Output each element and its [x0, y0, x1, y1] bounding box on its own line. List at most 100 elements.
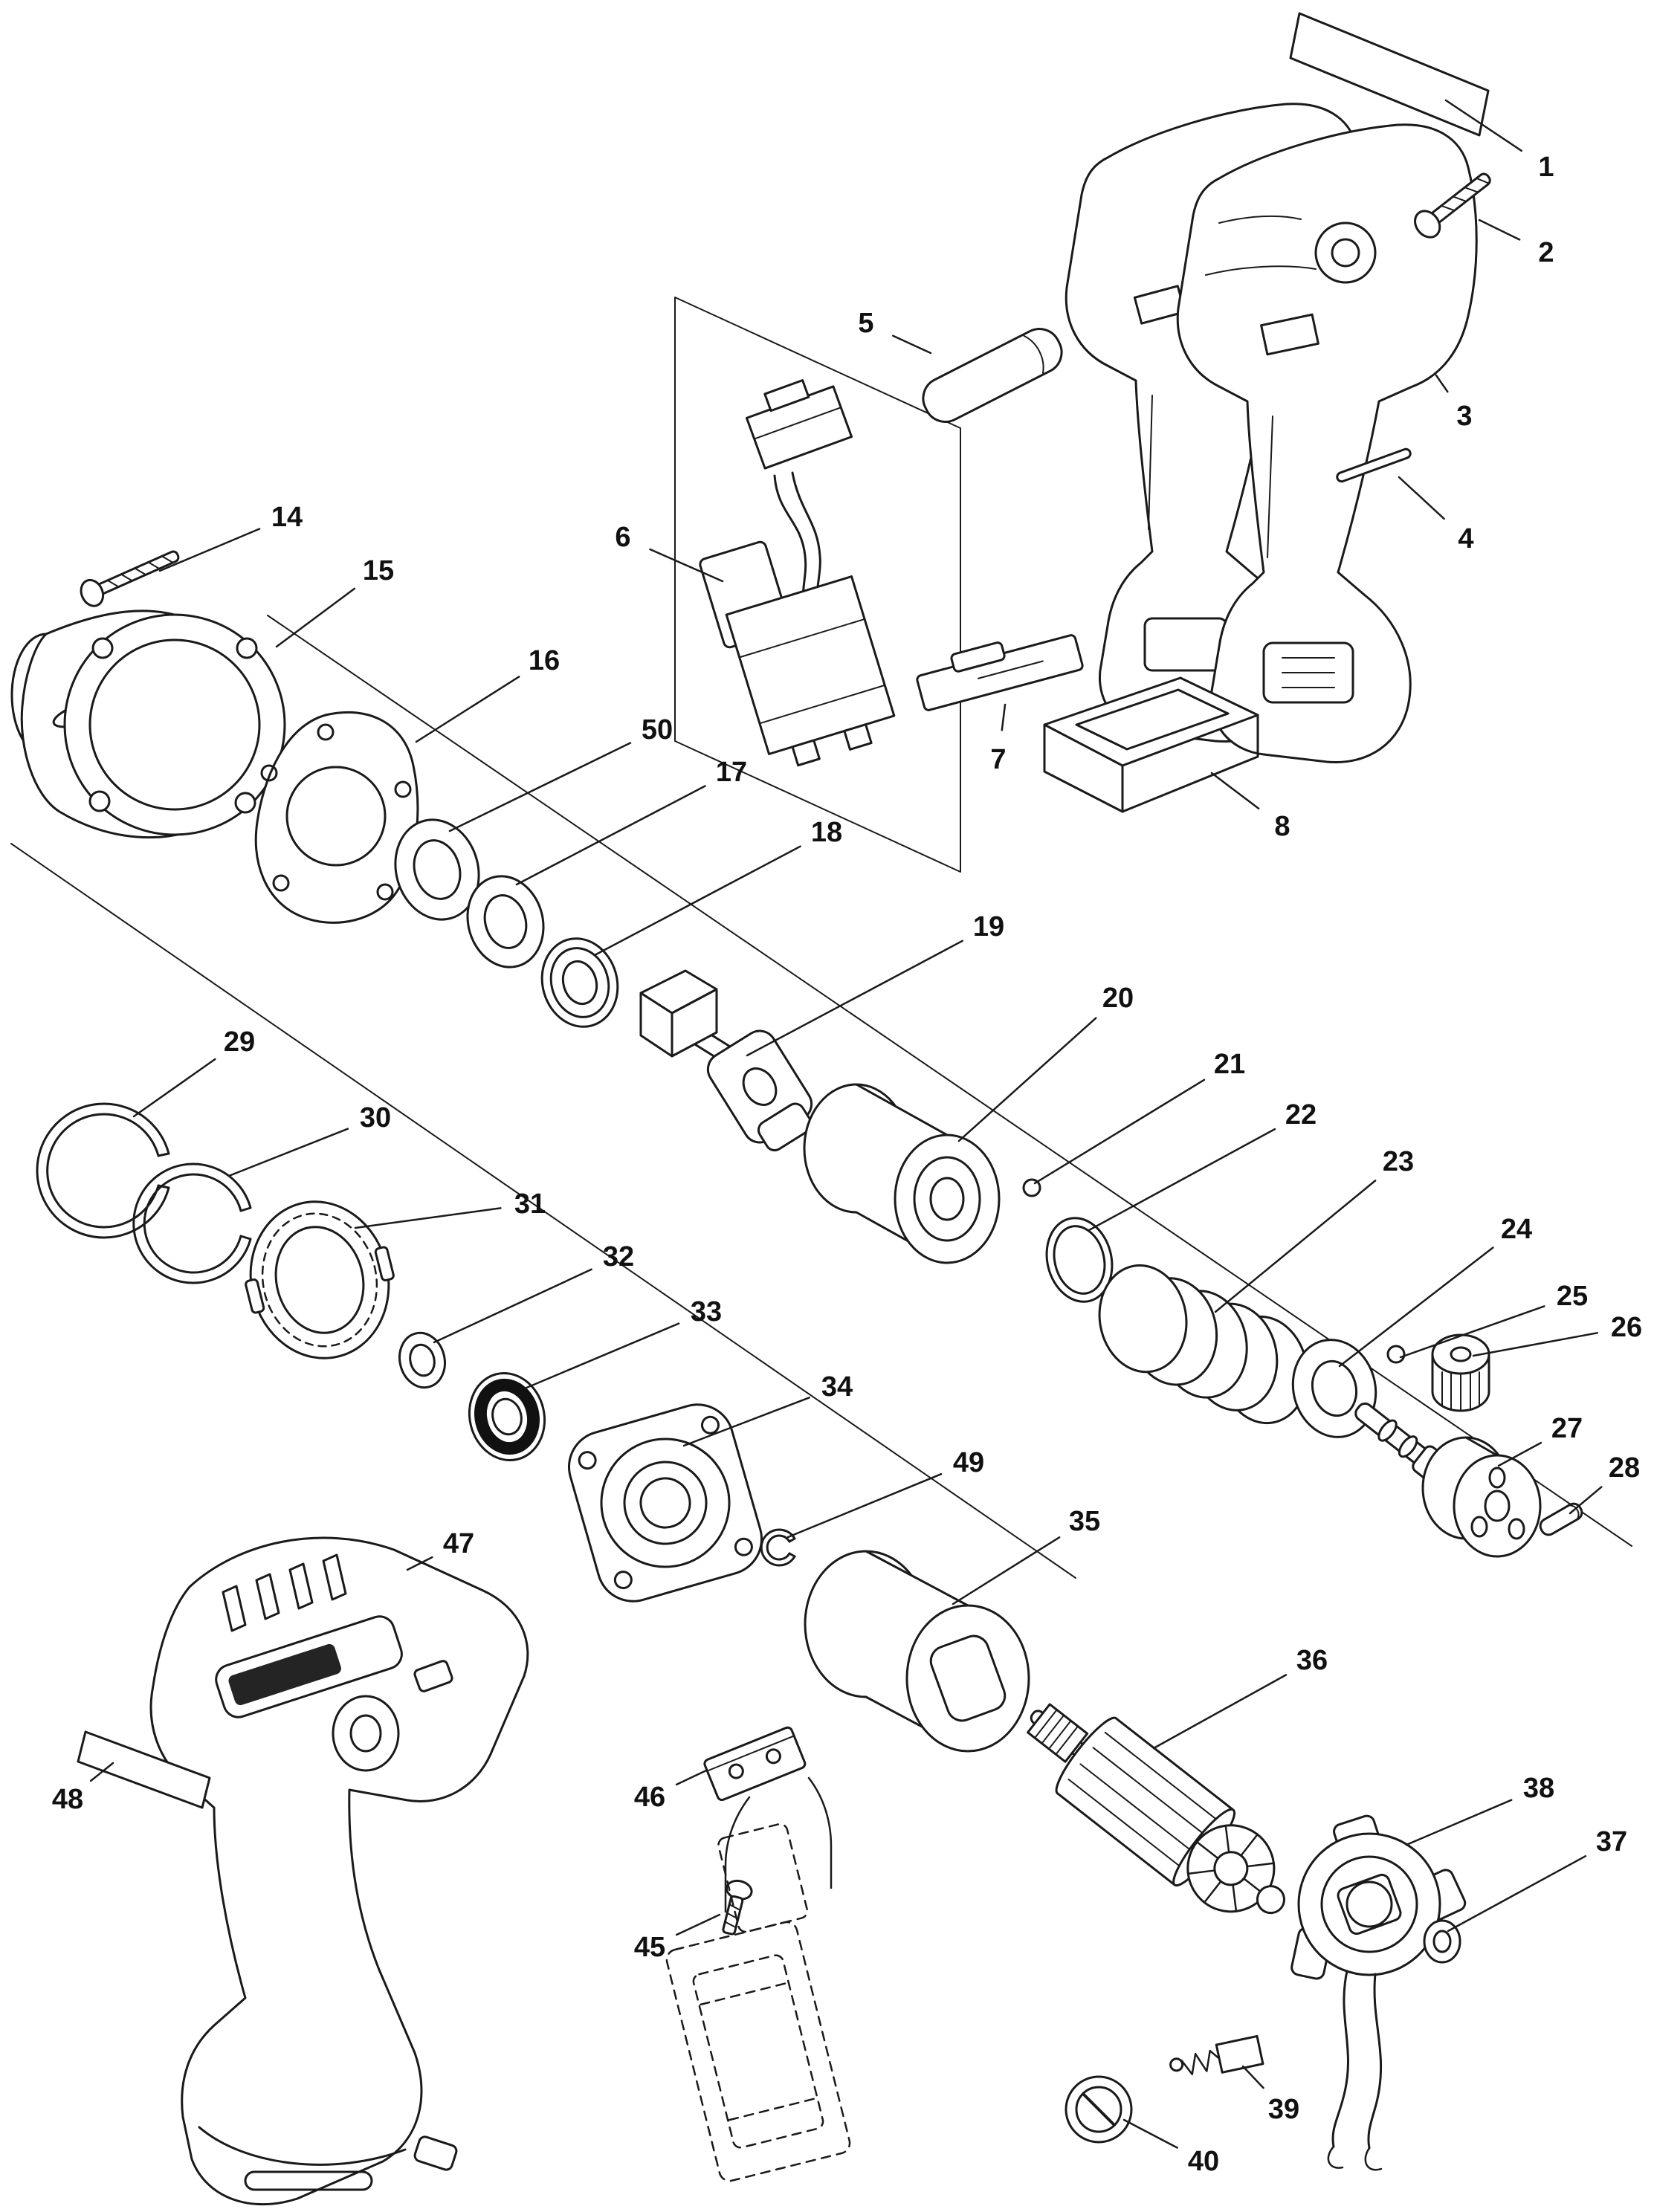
part-label-8: 8 — [1274, 811, 1290, 842]
part-label-45: 45 — [633, 1932, 666, 1963]
part-drawing-26-pinion — [1431, 1333, 1490, 1412]
part-drawing-switch-connector — [745, 379, 853, 605]
part-drawing-49-clip — [760, 1528, 796, 1567]
part-label-50: 50 — [641, 714, 673, 746]
leader-lines — [89, 99, 1603, 2149]
part-drawing-23-spring — [1098, 1264, 1308, 1425]
part-label-26: 26 — [1610, 1312, 1643, 1343]
part-drawing-15-hammer-case — [10, 609, 286, 839]
part-label-22: 22 — [1285, 1099, 1317, 1131]
part-drawing-1-nameplate — [1289, 12, 1490, 137]
leader-line-30 — [227, 1128, 349, 1177]
leader-line-7 — [1001, 703, 1007, 731]
part-drawing-46-plate — [703, 1726, 807, 1802]
part-drawing-40-brush-cap — [1065, 2075, 1133, 2144]
part-drawing-45-screw — [722, 1879, 753, 1936]
part-label-24: 24 — [1500, 1214, 1533, 1245]
axis-line-lower — [10, 843, 1076, 1579]
part-label-17: 17 — [715, 757, 748, 788]
part-drawing-37-washer — [1423, 1919, 1461, 1964]
leader-line-39 — [1241, 2065, 1264, 2089]
leader-line-28 — [1569, 1486, 1603, 1515]
part-drawing-29-stop-ring — [36, 1102, 170, 1239]
part-label-49: 49 — [952, 1447, 985, 1478]
part-label-6: 6 — [615, 522, 631, 553]
leader-line-8 — [1210, 772, 1260, 810]
part-label-25: 25 — [1556, 1281, 1589, 1312]
leader-line-27 — [1497, 1441, 1542, 1467]
leader-line-14 — [158, 528, 261, 572]
part-label-36: 36 — [1296, 1645, 1328, 1676]
part-label-19: 19 — [972, 911, 1005, 942]
part-drawing-35-cover — [804, 1550, 1030, 1753]
part-drawing-19-anvil — [639, 969, 813, 1152]
leader-line-5 — [892, 334, 932, 355]
part-drawing-6-switch — [699, 540, 896, 767]
part-label-3: 3 — [1456, 401, 1473, 432]
part-drawing-5-button — [922, 328, 1063, 423]
part-drawing-18-washer — [540, 937, 619, 1028]
part-drawing-27-spindle — [1354, 1402, 1542, 1558]
leader-line-32 — [433, 1268, 592, 1344]
part-drawing-holder-dashed — [665, 1776, 851, 2182]
part-label-7: 7 — [990, 744, 1007, 775]
part-label-37: 37 — [1595, 1826, 1628, 1857]
part-drawing-36-armature — [1027, 1703, 1285, 1915]
part-drawing-4-pin — [1336, 447, 1412, 483]
part-label-40: 40 — [1187, 2146, 1220, 2177]
leader-line-24 — [1338, 1246, 1494, 1368]
part-label-21: 21 — [1213, 1049, 1246, 1080]
leader-line-16 — [415, 676, 520, 743]
leader-line-31 — [354, 1207, 502, 1229]
part-label-48: 48 — [51, 1784, 84, 1815]
leader-line-49 — [786, 1472, 943, 1539]
leader-line-45 — [675, 1913, 721, 1936]
leader-line-46 — [675, 1769, 708, 1786]
part-label-29: 29 — [223, 1026, 256, 1058]
part-label-18: 18 — [810, 817, 843, 848]
leader-line-21 — [1033, 1078, 1206, 1185]
leader-line-18 — [593, 845, 801, 957]
leader-line-26 — [1472, 1332, 1598, 1357]
part-label-32: 32 — [602, 1241, 635, 1272]
leader-line-15 — [275, 587, 356, 648]
part-label-46: 46 — [633, 1782, 666, 1813]
part-drawing-47-motor-housing — [149, 1536, 529, 2206]
part-label-16: 16 — [528, 645, 561, 676]
leader-line-19 — [746, 940, 963, 1057]
part-label-31: 31 — [514, 1189, 546, 1220]
leader-line-23 — [1214, 1180, 1377, 1313]
leader-line-1 — [1444, 99, 1522, 152]
part-drawing-30-ring-spring — [132, 1162, 252, 1284]
leader-line-40 — [1122, 2118, 1178, 2149]
leader-line-36 — [1152, 1674, 1288, 1750]
leader-line-29 — [132, 1058, 216, 1118]
part-label-5: 5 — [858, 308, 874, 339]
part-label-34: 34 — [821, 1371, 853, 1403]
leader-line-22 — [1088, 1128, 1276, 1232]
leader-line-33 — [523, 1322, 680, 1390]
part-drawing-33-bearing — [468, 1371, 546, 1462]
part-label-2: 2 — [1538, 237, 1554, 268]
part-label-35: 35 — [1068, 1506, 1101, 1537]
leader-line-17 — [515, 785, 706, 886]
axis-line-upper — [267, 615, 1632, 1547]
leader-line-35 — [952, 1536, 1061, 1605]
leader-line-4 — [1398, 476, 1445, 520]
leader-line-37 — [1447, 1854, 1587, 1933]
part-label-14: 14 — [271, 502, 303, 533]
part-drawing-38-bearing-retainer — [1290, 1814, 1467, 2171]
part-label-23: 23 — [1382, 1146, 1415, 1177]
part-drawing-14-screw — [80, 550, 180, 607]
part-label-27: 27 — [1551, 1413, 1583, 1444]
part-label-1: 1 — [1538, 152, 1554, 183]
part-drawing-20-hammer — [803, 1083, 1001, 1264]
part-drawing-34-bearing-box — [567, 1403, 763, 1603]
part-drawing-39-brush — [1169, 2034, 1264, 2075]
leader-line-47 — [406, 1556, 433, 1571]
leader-line-2 — [1478, 219, 1521, 241]
leader-line-20 — [957, 1017, 1097, 1142]
leader-line-34 — [682, 1397, 810, 1447]
